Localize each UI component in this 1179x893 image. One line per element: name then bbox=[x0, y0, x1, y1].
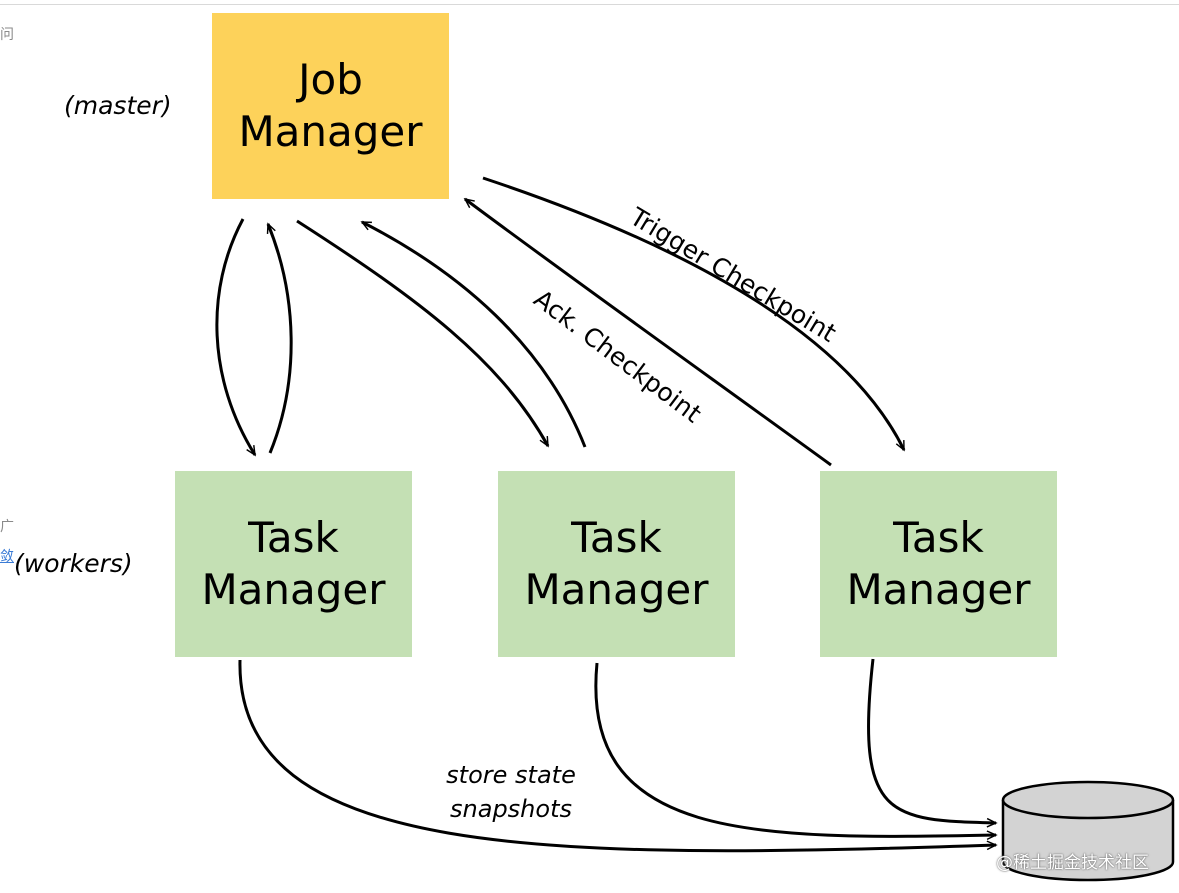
sidebar-fragment-link[interactable]: 敛 bbox=[0, 549, 14, 565]
arrow-job-to-task3-trigger bbox=[482, 176, 906, 452]
task-manager-box-3: Task Manager bbox=[820, 471, 1057, 657]
arrow-task3-to-job-ack bbox=[463, 197, 832, 467]
top-divider bbox=[0, 4, 1179, 5]
task-manager-box-1: Task Manager bbox=[175, 471, 412, 657]
database-cylinder-icon bbox=[1001, 780, 1175, 882]
workers-role-label: (workers) bbox=[14, 549, 133, 578]
arrow-task2-to-storage bbox=[594, 662, 998, 841]
master-role-label: (master) bbox=[64, 91, 172, 120]
watermark: @稀土掘金技术社区 bbox=[996, 853, 1149, 873]
sidebar-fragment-top: 问 bbox=[0, 27, 14, 43]
job-manager-box: Job Manager bbox=[212, 13, 449, 199]
arrow-task2-to-job bbox=[360, 220, 587, 448]
arrow-task3-to-storage bbox=[867, 658, 998, 828]
arrow-task1-to-job bbox=[266, 222, 293, 454]
clipped-sidebar: 问 广 敛 bbox=[0, 0, 20, 893]
arrow-task1-to-storage bbox=[238, 659, 998, 853]
store-snapshots-label: store state snapshots bbox=[446, 761, 576, 823]
arrow-job-to-task2 bbox=[296, 219, 550, 448]
arrow-job-to-task1 bbox=[215, 218, 257, 457]
task-manager-box-2: Task Manager bbox=[498, 471, 735, 657]
sidebar-fragment-mid: 广 bbox=[0, 519, 14, 535]
